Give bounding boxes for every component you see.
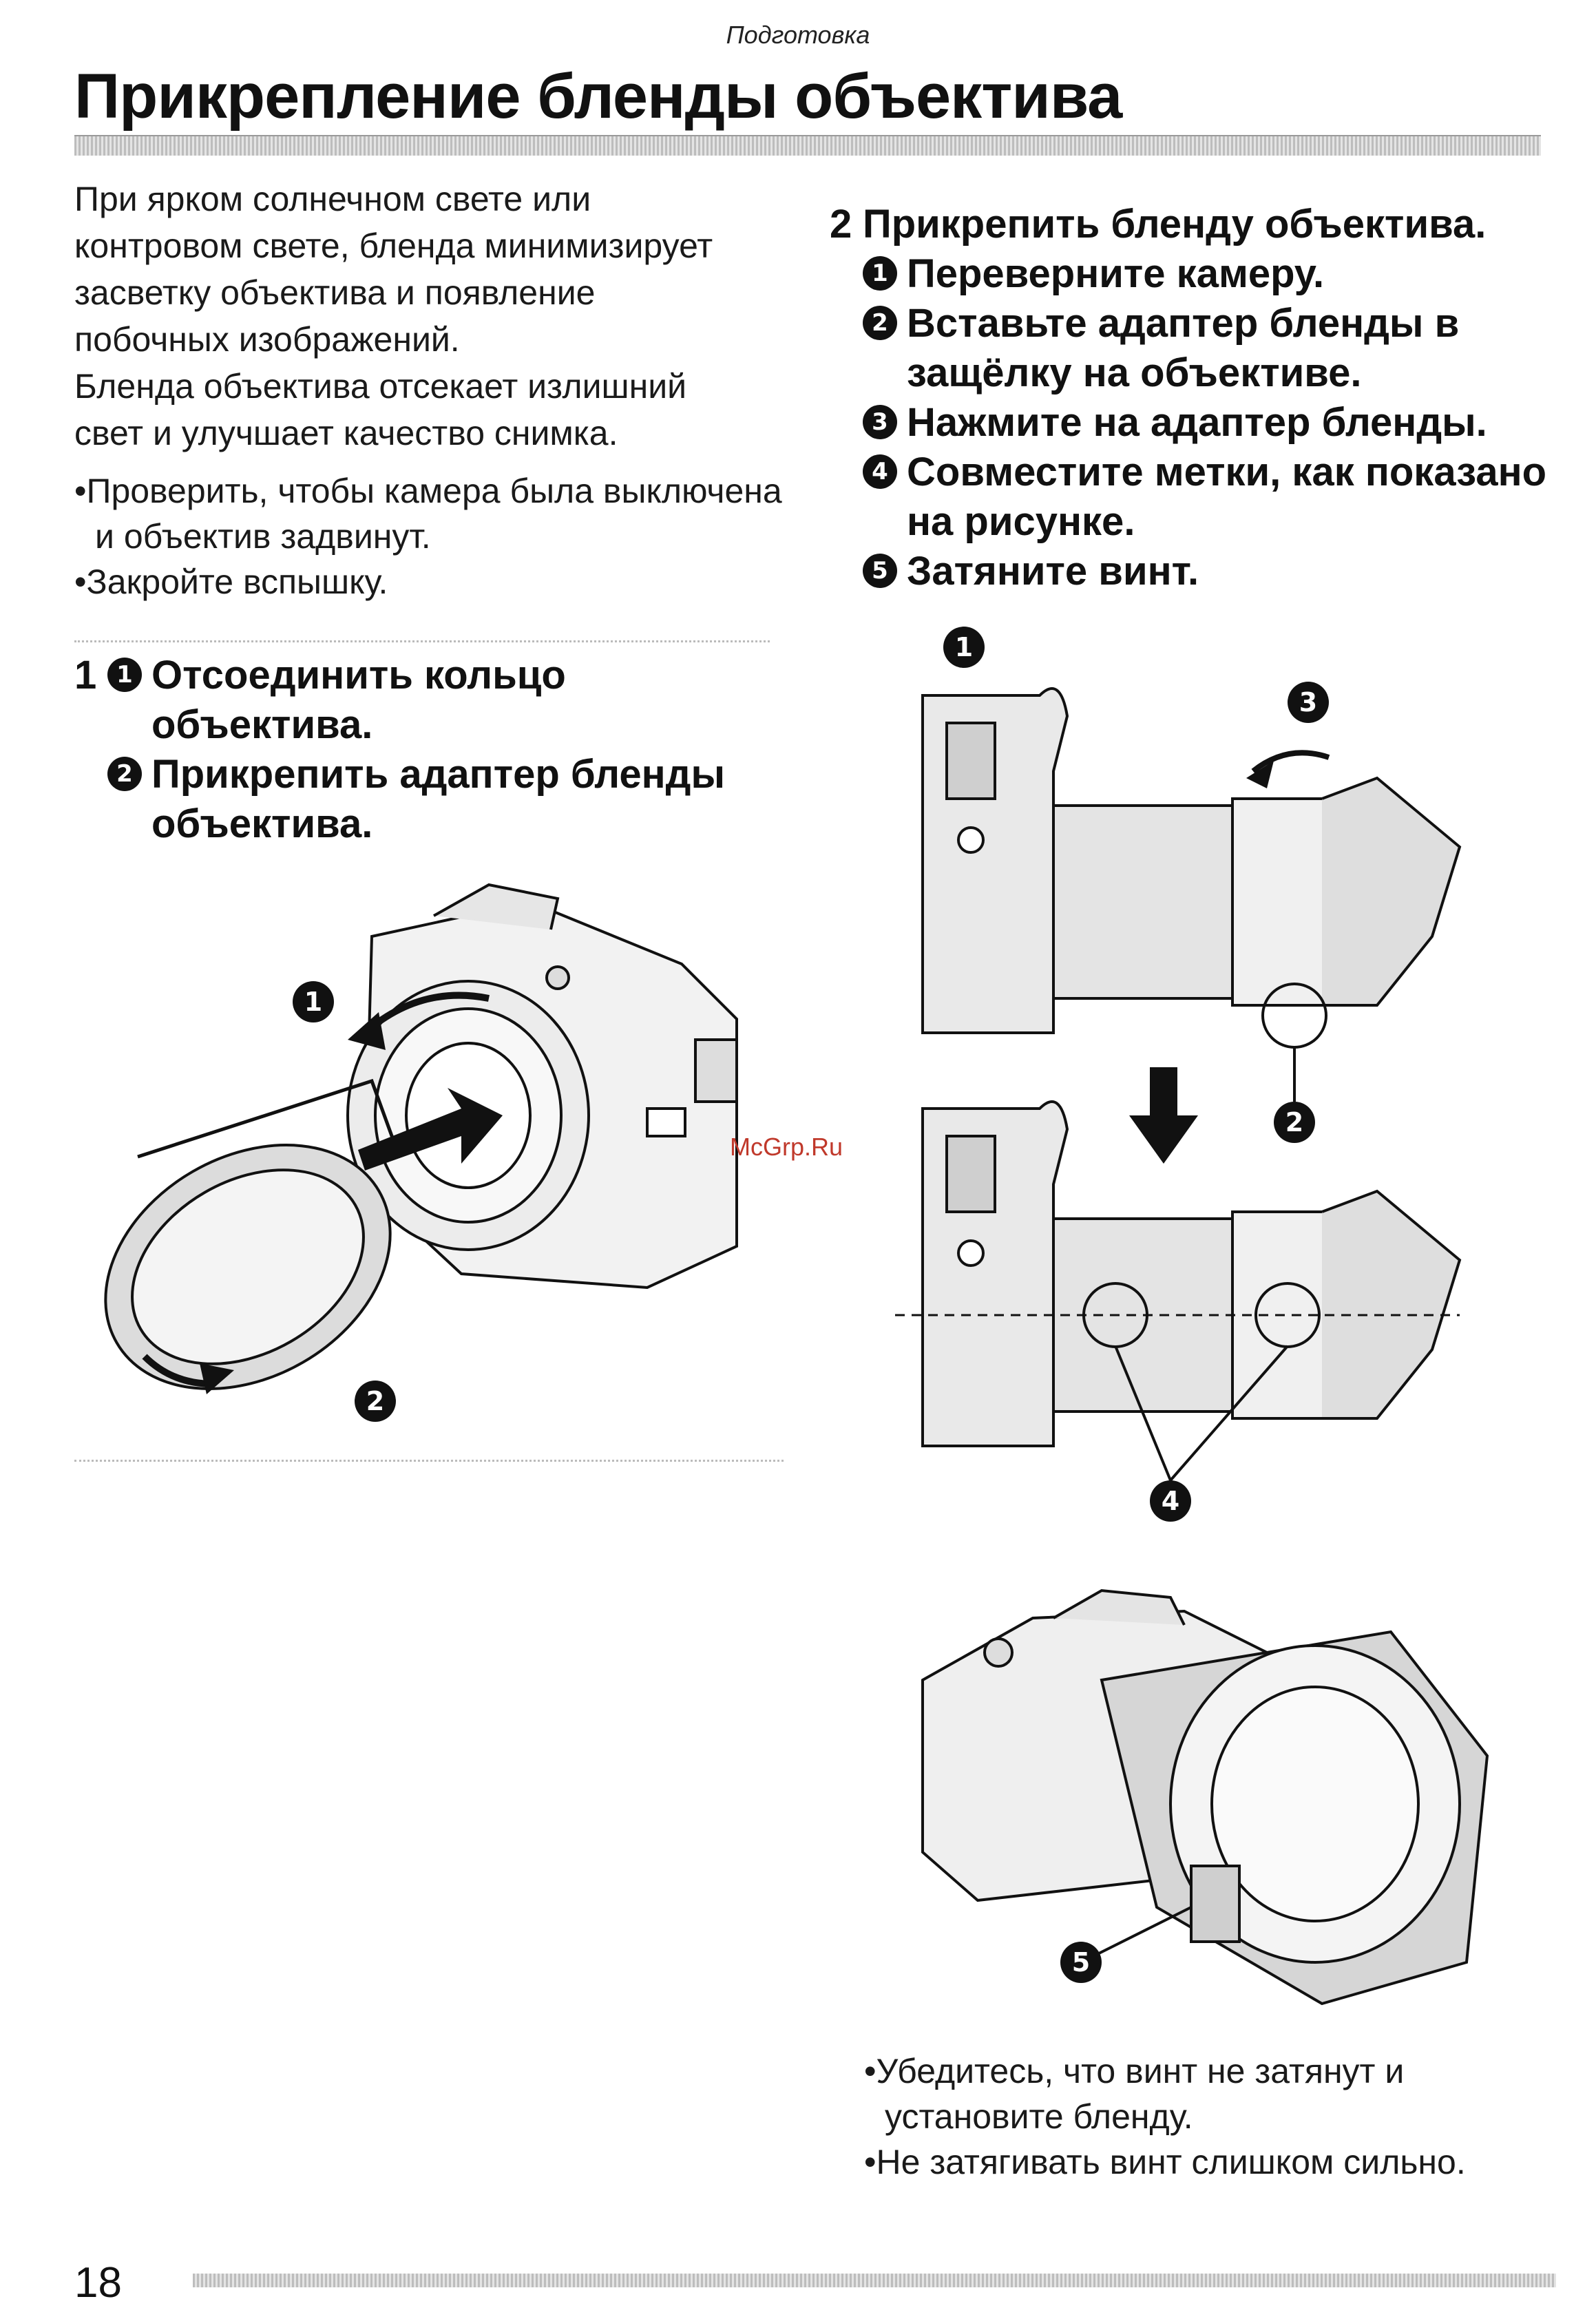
intro-text: При ярком солнечном свете или контровом …: [74, 176, 804, 457]
bullet-item: •Закройте вспышку.: [74, 563, 388, 601]
circle-marker: 2: [107, 757, 142, 791]
note-item: •Не затягивать винт слишком сильно.: [864, 2143, 1466, 2181]
step-2-item: 3 Нажмите на адаптер бленды.: [863, 398, 1566, 448]
preparation-bullets: •Проверить, чтобы камера была выключена …: [74, 468, 804, 605]
step-1-item-2: 2 Прикрепить адаптер бленды объектива.: [107, 750, 804, 849]
figure-marker: 4: [1162, 1486, 1179, 1516]
step-2-item: 5 Затяните винт.: [863, 547, 1566, 596]
step-1: 1 1 Отсоединить кольцо объектива. 2 Прик…: [74, 651, 804, 849]
figure-marker: 5: [1072, 1947, 1090, 1977]
step-2-item: 1 Переверните камеру.: [863, 249, 1566, 299]
step-number: 1: [74, 653, 97, 697]
intro-line: Бленда объектива отсекает излишний: [74, 367, 687, 406]
figure-tighten-screw: 5: [921, 1588, 1489, 2006]
step-text: Затяните винт.: [907, 549, 1199, 594]
intro-line: При ярком солнечном свете или: [74, 180, 591, 218]
step-2-item: 4 Совместите метки, как показано на рису…: [863, 448, 1566, 547]
divider: [74, 640, 770, 642]
figure-marker: 1: [955, 632, 973, 662]
step-text: Нажмите на адаптер бленды.: [907, 400, 1487, 445]
figure-attach-adapter: 1 2: [104, 883, 738, 1422]
intro-line: побочных изображений.: [74, 320, 460, 359]
circle-marker: 1: [107, 658, 142, 692]
figure-marker: 2: [366, 1386, 384, 1416]
note-item: •Убедитесь, что винт не затянут и устано…: [864, 2052, 1405, 2136]
step-2-title: 2 Прикрепить бленду объектива.: [830, 200, 1566, 249]
intro-line: засветку объектива и появление: [74, 273, 596, 312]
figure-attach-hood: 1 3 2 4: [895, 627, 1462, 1522]
step-2-item: 2 Вставьте адаптер бленды в защёлку на о…: [863, 299, 1566, 398]
intro-line: контровом свете, бленда минимизирует: [74, 227, 713, 265]
footer-rule: [193, 2274, 1556, 2287]
bullet-item: •Проверить, чтобы камера была выключена …: [74, 472, 782, 556]
step-text: Переверните камеру.: [907, 251, 1325, 296]
step-text: Прикрепить адаптер бленды объектива.: [151, 752, 726, 846]
step-number: 2: [830, 202, 852, 246]
intro-line: свет и улучшает качество снимка.: [74, 414, 618, 452]
circle-marker: 3: [863, 405, 897, 439]
divider: [74, 1460, 784, 1462]
figure-marker: 2: [1285, 1107, 1303, 1137]
step-text: Отсоединить кольцо объектива.: [151, 653, 566, 747]
circle-marker: 4: [863, 454, 897, 489]
figure-marker: 3: [1299, 687, 1317, 717]
step-title: Прикрепить бленду объектива.: [863, 202, 1487, 246]
step-text: Вставьте адаптер бленды в защёлку на объ…: [907, 301, 1460, 395]
page-number: 18: [74, 2259, 122, 2307]
page-title: Прикрепление бленды объектива: [74, 61, 1122, 132]
notes: •Убедитесь, что винт не затянут и устано…: [864, 2048, 1573, 2185]
circle-marker: 1: [863, 256, 897, 291]
circle-marker: 2: [863, 306, 897, 340]
circle-marker: 5: [863, 554, 897, 588]
step-text: Совместите метки, как показано на рисунк…: [907, 450, 1547, 544]
watermark: McGrp.Ru: [730, 1133, 843, 1161]
figure-marker: 1: [304, 987, 322, 1017]
step-1-item-1: 1 1 Отсоединить кольцо объектива.: [74, 651, 804, 750]
title-rule: [74, 135, 1541, 156]
section-label: Подготовка: [726, 21, 870, 49]
step-2: 2 Прикрепить бленду объектива. 1 Перевер…: [830, 200, 1566, 596]
